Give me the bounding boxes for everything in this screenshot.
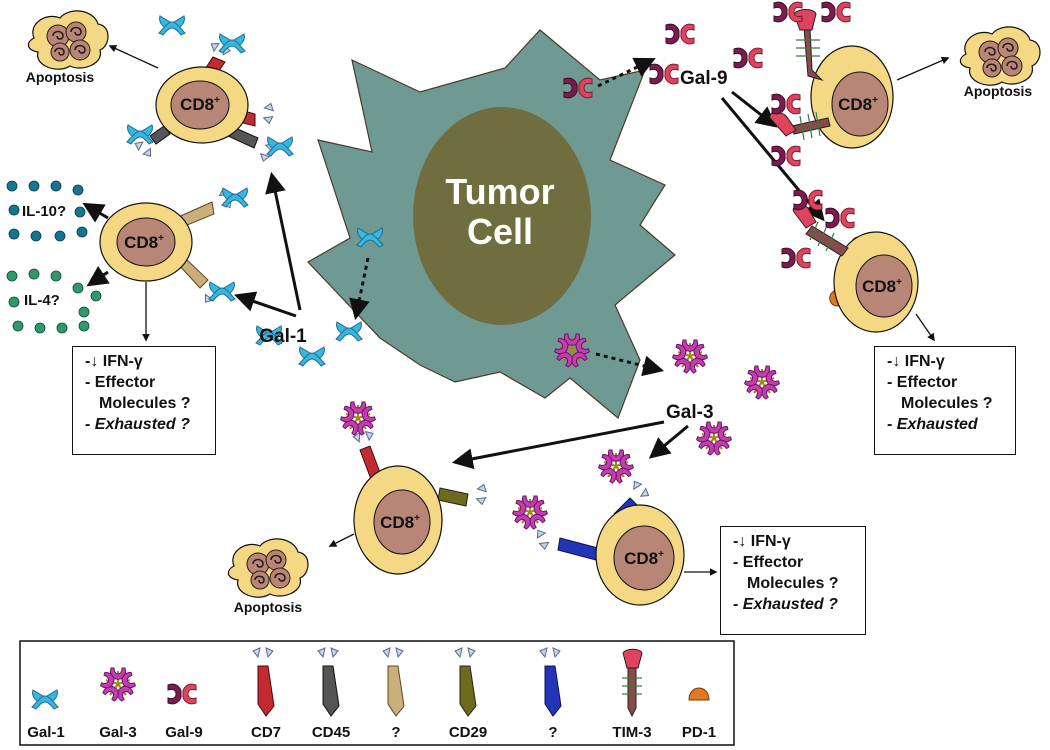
cd8-nucleus <box>116 217 176 267</box>
exhausted-line: - Exhausted <box>887 416 978 433</box>
legend-label: Gal-1 <box>27 724 65 741</box>
exhausted-line: - Exhausted ? <box>733 596 838 613</box>
legend-label: TIM-3 <box>612 724 651 741</box>
il4-label: IL-4? <box>24 292 60 309</box>
down-arrow-icon: ↓ <box>90 353 99 370</box>
cd8-nucleus <box>855 254 913 318</box>
down-arrow-icon: ↓ <box>892 353 901 370</box>
svg-text:CD8+: CD8+ <box>624 549 664 568</box>
legend-label: Gal-9 <box>165 724 203 741</box>
exhausted-line: - Exhausted ? <box>85 416 190 433</box>
unknown2-legend-icon <box>539 647 562 717</box>
ifn-line: -↓ IFN-γ <box>85 353 143 370</box>
apoptosis-label: Apoptosis <box>234 599 303 615</box>
svg-text:CD8+: CD8+ <box>180 95 220 114</box>
gal1-label: Gal-1 <box>259 326 307 347</box>
tumor-nucleus <box>413 107 591 325</box>
tumor-cell: Tumor Cell <box>307 29 676 419</box>
molecules-line: Molecules ? <box>747 575 839 592</box>
cd8-cell-gal1-apoptosis: CD8+ <box>126 15 294 164</box>
outcome-box-gal1: -↓ IFN-γ - Effector Molecules ? - Exhaus… <box>72 346 216 455</box>
effector-line: - Effector <box>85 374 156 391</box>
outcome-box-gal3: -↓ IFN-γ - Effector Molecules ? - Exhaus… <box>720 526 866 635</box>
tumor-label-1: Tumor <box>445 171 554 212</box>
il10-label: IL-10? <box>22 203 66 220</box>
effector-line: - Effector <box>887 374 958 391</box>
cd8-cell-gal3-apoptosis: CD8+ <box>340 402 488 575</box>
cd45-legend-icon <box>317 647 340 717</box>
gal1-icon <box>126 124 154 145</box>
molecules-line: Molecules ? <box>901 395 993 412</box>
cd8-cell-gal9-apoptosis: CD8+ <box>769 1 894 167</box>
gal1-icon <box>158 15 186 36</box>
legend-label: CD29 <box>449 724 487 741</box>
apoptosis-icon <box>959 26 1041 86</box>
legend-label: CD45 <box>312 724 350 741</box>
legend-label: ? <box>391 724 400 741</box>
legend-box <box>19 640 735 746</box>
unknown1-legend-icon <box>382 647 405 717</box>
gal9-group: Gal-9 <box>563 23 763 99</box>
cd7-legend-icon <box>252 647 275 717</box>
legend-label: Gal-3 <box>99 724 137 741</box>
legend-labels: Gal-1 Gal-3 Gal-9 CD7 CD45 ? CD29 ? TIM-… <box>27 724 716 741</box>
il10-dots <box>6 180 88 242</box>
cd8-nucleus <box>373 489 431 555</box>
apoptosis-icon <box>27 10 109 70</box>
legend-label: CD7 <box>251 724 281 741</box>
ifn-line: -↓ IFN-γ <box>887 353 945 370</box>
tim3-receptor <box>792 204 849 257</box>
svg-text:CD8+: CD8+ <box>124 233 164 252</box>
cd8-nucleus <box>831 71 889 137</box>
apoptosis-label: Apoptosis <box>964 83 1033 99</box>
gal9-label: Gal-9 <box>680 68 728 89</box>
tumor-label-2: Cell <box>467 211 533 252</box>
unknown-receptor <box>557 537 599 561</box>
apoptosis-label: Apoptosis <box>26 69 95 85</box>
cd29-receptor <box>437 487 469 507</box>
il4-dots <box>6 268 102 334</box>
svg-text:CD8+: CD8+ <box>380 513 420 532</box>
cd8-cell-gal9-exhausted: CD8+ <box>781 189 919 333</box>
pd1-legend-icon <box>688 687 710 701</box>
gal1-group: Gal-1 <box>255 227 384 367</box>
ifn-line: -↓ IFN-γ <box>733 533 791 550</box>
gal1-icon <box>266 136 294 157</box>
tim3-receptor <box>793 9 824 82</box>
gal3-group: Gal-3 <box>554 334 779 455</box>
cd8-cell-gal3-exhausted: CD8+ <box>512 450 685 606</box>
legend-label: ? <box>548 724 557 741</box>
legend-label: PD-1 <box>682 724 716 741</box>
apoptosis-icon <box>227 538 309 598</box>
molecules-line: Molecules ? <box>99 395 191 412</box>
effector-line: - Effector <box>733 554 804 571</box>
cd8-nucleus <box>170 80 230 130</box>
gal1-icon <box>208 281 236 302</box>
gal3-label: Gal-3 <box>666 402 714 423</box>
cd29-legend-icon <box>454 647 477 717</box>
cd8-nucleus <box>613 525 675 591</box>
tim3-legend-icon <box>622 648 643 718</box>
svg-text:CD8+: CD8+ <box>838 95 878 114</box>
outcome-box-gal9: -↓ IFN-γ - Effector Molecules ? - Exhaus… <box>874 346 1016 455</box>
svg-text:CD8+: CD8+ <box>862 277 902 296</box>
cd8-cell-gal1-cytokines: CD8+ <box>99 187 249 306</box>
legend-icons <box>31 647 710 718</box>
gal1-icon <box>221 187 249 208</box>
gal1-icon <box>218 33 246 54</box>
down-arrow-icon: ↓ <box>738 533 747 550</box>
